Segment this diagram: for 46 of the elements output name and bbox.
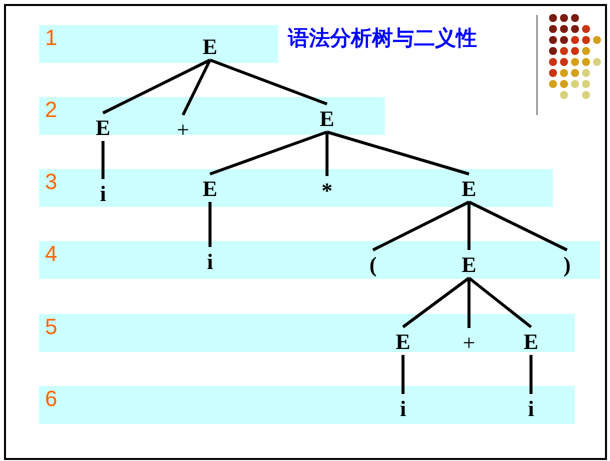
row-band [39,386,575,424]
row-band [39,25,278,63]
grammar-symbol: E [315,106,339,130]
row-number: 2 [45,97,58,123]
tree-branch [530,355,532,394]
row-number: 4 [45,241,58,267]
grammar-symbol: E [198,176,222,200]
tree-branch [210,130,328,176]
grammar-symbol: ( [361,252,385,276]
tree-branch [468,278,470,328]
tree-branch [468,276,532,328]
grammar-symbol: E [391,329,415,353]
tree-branch [209,58,328,106]
row-number: 5 [45,314,58,340]
tree-branch [468,200,568,252]
row-number: 6 [45,386,58,412]
grammar-symbol: i [519,396,543,420]
tree-branch [402,276,470,328]
grammar-symbol: + [457,330,481,354]
row-band [39,241,600,279]
grammar-symbol: E [198,34,222,58]
grammar-symbol: E [519,329,543,353]
grammar-symbol: E [91,115,115,139]
tree-branch [402,355,404,394]
row-number: 1 [45,25,58,51]
grammar-symbol: ) [555,252,579,276]
grammar-symbol: i [391,396,415,420]
grammar-symbol: i [198,249,222,273]
tree-branch [102,58,211,114]
grammar-symbol: * [315,178,339,202]
tree-branch [326,132,328,176]
row-band [39,169,553,207]
tree-branch [102,141,104,179]
tree-branch [326,130,470,176]
grammar-symbol: E [457,176,481,200]
tree-branch [372,200,470,252]
grammar-symbol: E [457,252,481,276]
slide-title: 语法分析树与二义性 [288,24,477,52]
tree-branch [468,202,470,250]
row-band [39,314,575,352]
grammar-symbol: i [91,181,115,205]
row-band [39,97,385,135]
grammar-symbol: + [171,117,195,141]
tree-branch [182,59,212,116]
tree-branch [208,202,212,247]
row-number: 3 [45,169,58,195]
